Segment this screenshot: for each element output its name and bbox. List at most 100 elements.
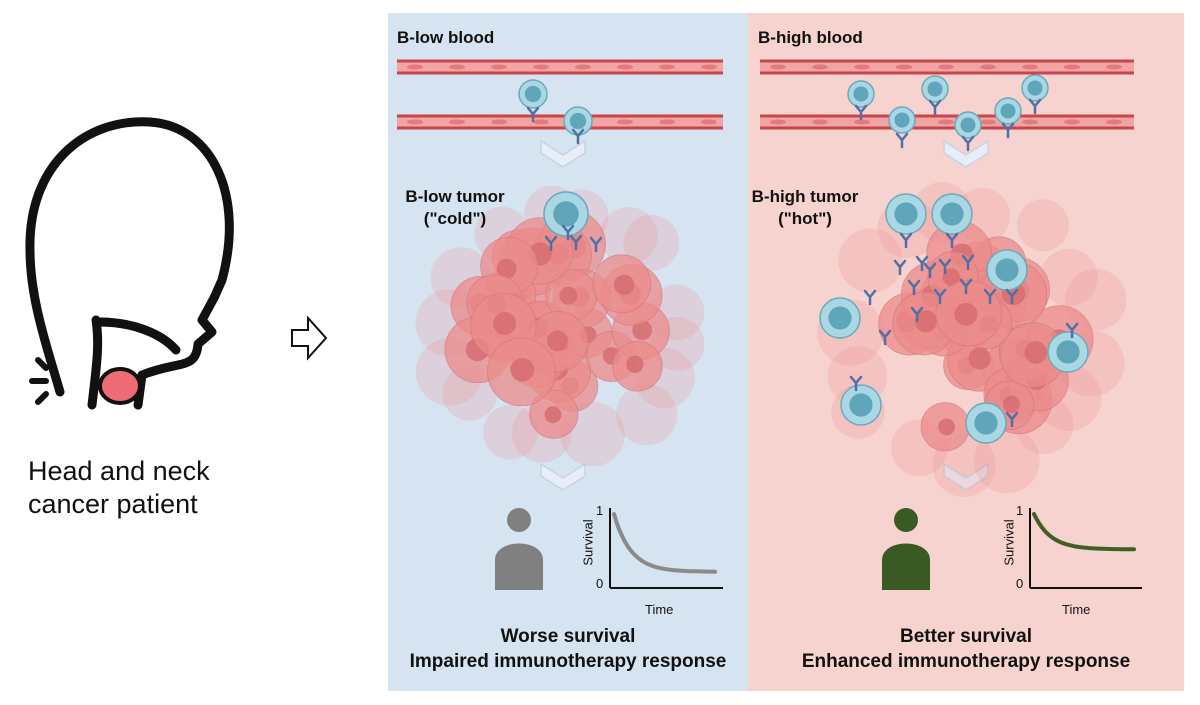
patient-caption: Head and neck cancer patient (28, 455, 248, 521)
b-high-tumor-b-cell (819, 297, 861, 339)
b-high-antibody (983, 288, 997, 305)
b-low-chevron-1 (540, 139, 586, 168)
b-low-blood-b-cell (518, 79, 548, 109)
endothelial-nucleus (533, 119, 549, 125)
b-high-ytick-top: 1 (1016, 503, 1024, 518)
b-cell-nucleus (569, 112, 587, 130)
b-cell-nucleus (853, 86, 869, 102)
b-low-vessel-top (397, 59, 723, 75)
endothelial-nucleus (491, 119, 507, 125)
tumor-cell-nucleus (496, 258, 517, 279)
b-high-antibody (910, 306, 924, 323)
endothelial-nucleus (575, 64, 591, 70)
b-low-survival-plot (609, 508, 723, 589)
endothelial-nucleus (854, 64, 870, 70)
endothelial-nucleus (407, 64, 423, 70)
endothelial-nucleus (980, 64, 996, 70)
b-cell-nucleus (1056, 340, 1080, 364)
b-high-antibody (959, 278, 973, 295)
b-high-tumor-b-cell (840, 384, 882, 426)
endothelial-nucleus (1022, 119, 1038, 125)
b-low-antibody (561, 224, 575, 241)
b-cell-nucleus (940, 202, 964, 226)
person-head (894, 508, 918, 532)
b-low-blood-label: B-low blood (397, 28, 495, 47)
b-high-vessel-bottom (760, 114, 1134, 130)
endothelial-nucleus (701, 64, 717, 70)
b-high-antibody (849, 375, 863, 392)
tumor-cell-nucleus (510, 357, 535, 382)
tumor-cell-nucleus (938, 418, 956, 436)
tumor-halo-cell (615, 383, 678, 446)
endothelial-nucleus (617, 119, 633, 125)
b-high-tumor-b-cell (986, 249, 1028, 291)
endothelial-nucleus (896, 64, 912, 70)
b-cell-nucleus (894, 112, 910, 128)
b-high-survival-plot (1029, 508, 1142, 589)
jaw-line (95, 317, 181, 355)
b-high-antibody (907, 279, 921, 296)
b-low-outcome: Worse survival Impaired immunotherapy re… (388, 624, 748, 674)
endothelial-nucleus (770, 64, 786, 70)
b-low-ytick-bottom: 0 (596, 576, 604, 591)
endothelial-nucleus (1106, 64, 1122, 70)
b-high-antibody (863, 289, 877, 306)
head-outline (25, 117, 234, 410)
neck-line (87, 315, 103, 410)
b-high-antibody (1005, 288, 1019, 305)
endothelial-nucleus (659, 119, 675, 125)
b-cells (518, 74, 1089, 444)
tumor-cell-nucleus (493, 311, 517, 335)
tumor-halo-cell (483, 405, 538, 460)
endothelial-nucleus (1064, 64, 1080, 70)
b-low-vessel-bottom (397, 114, 723, 130)
b-high-vessel-top (760, 59, 1134, 75)
throat-tumor (98, 367, 142, 405)
tumor-cell-nucleus (559, 286, 578, 305)
b-cell-nucleus (960, 117, 976, 133)
b-high-blood-label: B-high blood (758, 28, 863, 47)
b-low-blood-b-cell (563, 106, 593, 136)
b-low-tumor-label-line2: ("cold") (423, 209, 487, 228)
patient-caption-line1: Head and neck (28, 456, 210, 486)
b-low-ytick-top: 1 (596, 503, 604, 518)
b-low-tumor (415, 185, 705, 467)
endothelial-nucleus (449, 119, 465, 125)
b-high-outcome-line1: Better survival (899, 626, 1032, 647)
b-high-chevron-2 (943, 462, 989, 491)
person-icons (495, 508, 930, 590)
b-high-antibody (961, 135, 975, 152)
b-cell-nucleus (828, 306, 852, 330)
b-high-ylabel: Survival (1001, 519, 1017, 566)
tumor-cell-nucleus (1024, 341, 1048, 364)
b-high-blood-b-cell (1021, 74, 1049, 102)
vessel-cell-layer (397, 61, 723, 73)
tumor-halo-cell (623, 214, 680, 271)
b-high-antibody (915, 255, 929, 272)
b-high-blood-b-cell (994, 97, 1022, 125)
b-cell-nucleus (927, 81, 943, 97)
b-high-antibody (1005, 411, 1019, 428)
endothelial-nucleus (491, 64, 507, 70)
endothelial-nucleus (617, 64, 633, 70)
b-low-person-icon (495, 508, 543, 590)
endothelial-nucleus (701, 119, 717, 125)
b-high-antibody (945, 232, 959, 249)
survival-curve (612, 512, 717, 574)
tumor-halo-cell (1040, 248, 1098, 307)
b-low-outcome-line2: Impaired immunotherapy response (409, 651, 727, 672)
flow-chevrons (540, 139, 989, 491)
endothelial-nucleus (854, 119, 870, 125)
b-high-antibody (878, 329, 892, 346)
b-high-blood-b-cell (847, 80, 875, 108)
vessel-cell-layer (397, 116, 723, 128)
b-cell-nucleus (974, 411, 998, 435)
endothelial-nucleus (980, 119, 996, 125)
endothelial-nucleus (449, 64, 465, 70)
b-high-tumor-b-cell (931, 193, 973, 235)
b-high-antibody (1065, 322, 1079, 339)
endothelial-nucleus (533, 64, 549, 70)
tumor-cell-nucleus (1002, 395, 1020, 413)
